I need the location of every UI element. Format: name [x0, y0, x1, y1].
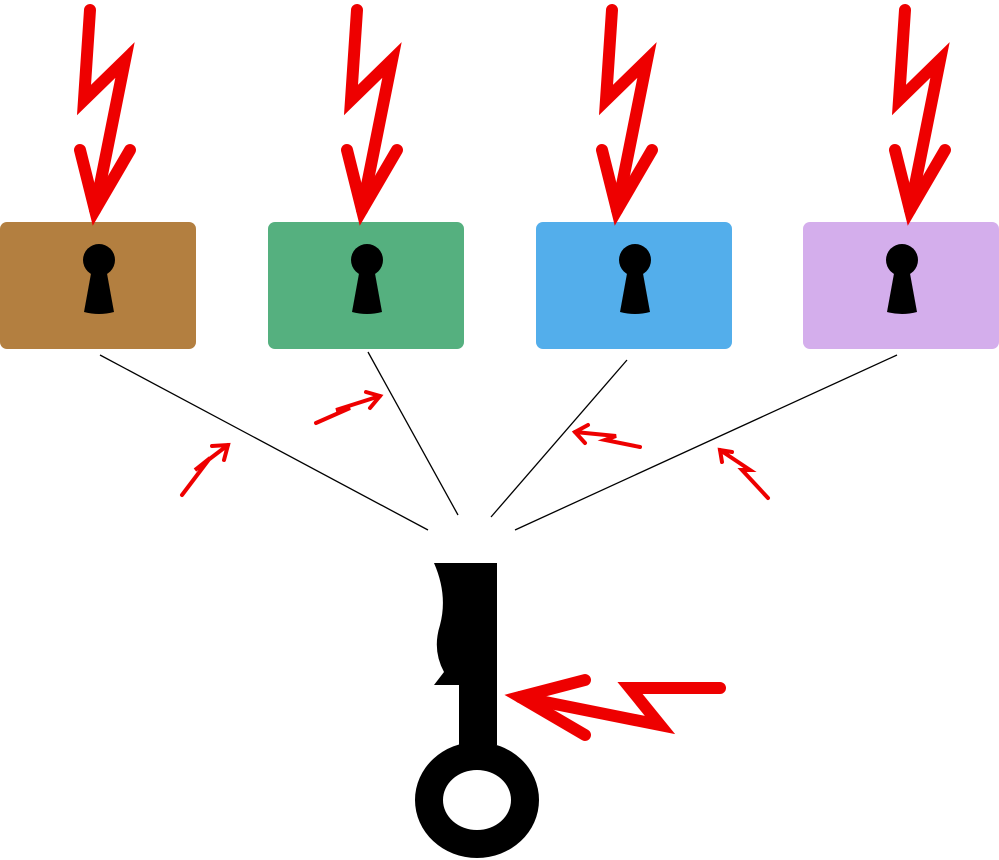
small-bolt-icon	[314, 390, 384, 425]
lightning-bolt-icon	[596, 4, 658, 226]
lightning-bolts	[74, 4, 951, 741]
keyhole-icon	[351, 244, 383, 314]
lock-green	[268, 222, 464, 349]
connectors	[99, 351, 898, 531]
connector-line	[514, 354, 898, 531]
lock-blue	[536, 222, 732, 349]
lightning-bolt-icon	[504, 674, 726, 741]
small-bolt-icon	[180, 442, 231, 497]
key-icon	[415, 563, 539, 858]
keyhole-icon	[886, 244, 918, 314]
connector-line	[490, 359, 628, 518]
lock-purple	[803, 222, 999, 349]
lightning-bolt-icon	[341, 4, 403, 226]
locks	[0, 222, 999, 349]
lock-brown	[0, 222, 196, 349]
keyhole-icon	[83, 244, 115, 314]
keyhole-icon	[619, 244, 651, 314]
key-ring	[415, 742, 539, 858]
small-bolt-icon	[717, 447, 770, 500]
small-bolt-icon	[571, 423, 642, 449]
key-bit	[434, 563, 497, 745]
lightning-bolt-icon	[889, 4, 951, 226]
lightning-bolt-icon	[74, 4, 136, 226]
connector-line	[99, 354, 429, 531]
connector-line	[367, 351, 459, 516]
